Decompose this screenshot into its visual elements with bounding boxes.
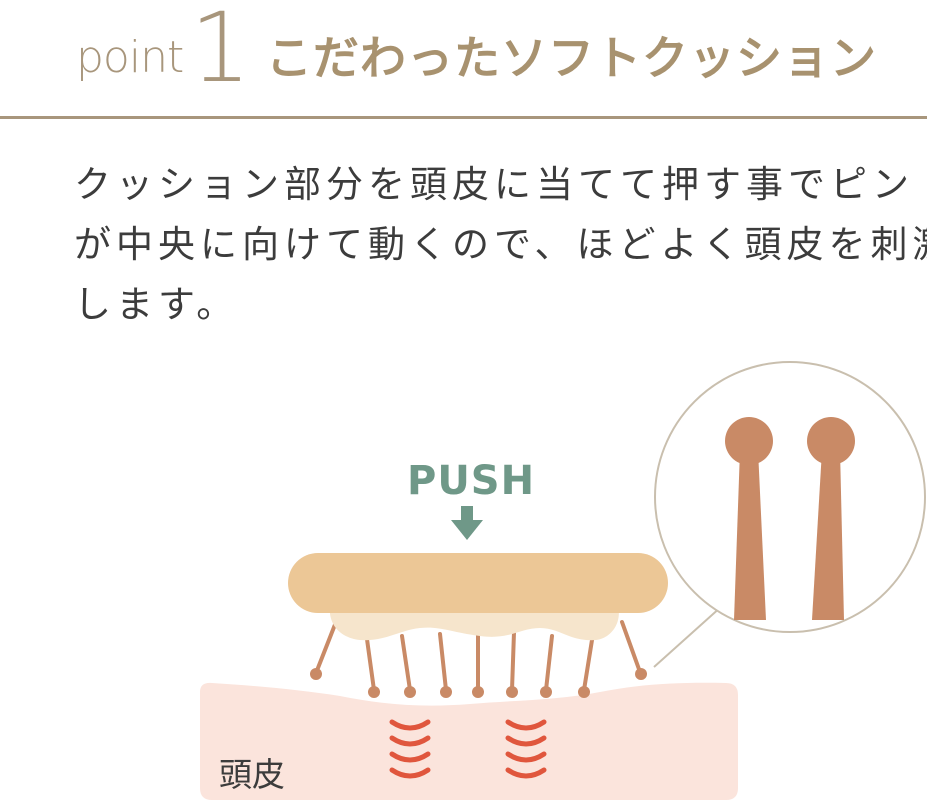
- description-line-1: クッション部分を頭皮に当てて押す事でピン: [74, 163, 914, 206]
- zoomed-pins: [725, 417, 855, 620]
- push-arrow-icon: [451, 506, 483, 540]
- push-label: PUSH: [407, 458, 536, 504]
- scalp-shape: [200, 682, 738, 800]
- description-line-3: します。: [74, 283, 239, 326]
- stimulus-marks-left: [389, 719, 431, 779]
- cushion-pad: [288, 553, 668, 613]
- stimulus-marks-right: [505, 719, 547, 779]
- zoom-leader-line: [653, 605, 723, 668]
- zoom-circle: [654, 361, 926, 633]
- scalp-label: 頭皮: [219, 755, 285, 794]
- pins: [310, 620, 647, 698]
- description: クッション部分を頭皮に当てて押す事でピン が中央に向けて動くので、ほどよく頭皮を…: [74, 155, 927, 335]
- point-label: point: [76, 32, 184, 83]
- header-divider: [0, 116, 927, 119]
- description-line-2: が中央に向けて動くので、ほどよく頭皮を刺激: [74, 223, 927, 266]
- cushion-illustration: [200, 361, 926, 800]
- point-number: 1: [190, 0, 252, 104]
- header: point 1 こだわったソフトクッション: [0, 0, 927, 120]
- page-title: こだわったソフトクッション: [266, 31, 877, 85]
- cushion-base: [329, 606, 619, 641]
